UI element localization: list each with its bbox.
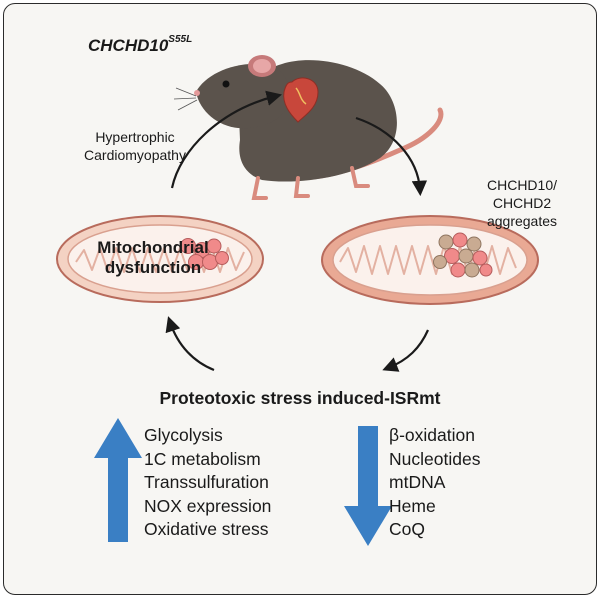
heart-icon: [283, 77, 319, 123]
arrow-to-mouse: [170, 90, 282, 189]
upregulated-item: Transsulfuration: [144, 472, 269, 492]
aggregates-line-2: CHCHD2: [492, 195, 552, 211]
mouse-model-title: CHCHD10S55L: [88, 34, 193, 56]
mito-line-1: Mitochondrial: [97, 238, 209, 257]
stress-heading: Proteotoxic stress induced-ISRmt: [159, 388, 441, 408]
up-arrow-icon: [94, 418, 142, 542]
upregulated-item: Glycolysis: [144, 425, 223, 445]
downregulated-item: β-oxidation: [389, 425, 475, 445]
phenotype-line-1: Hypertrophic: [95, 129, 175, 145]
upregulated-item: NOX expression: [144, 495, 272, 516]
aggregates-line-1: CHCHD10/: [486, 177, 557, 193]
aggregates-label: CHCHD10/ CHCHD2 aggregates: [470, 176, 574, 230]
down-arrow-icon: [344, 426, 392, 546]
upregulated-list: Glycolysis 1C metabolism Transsulfuratio…: [144, 424, 271, 542]
arrow-to-aggregates: [355, 116, 428, 197]
phenotype-label: Hypertrophic Cardiomyopathy: [60, 128, 210, 164]
downregulated-item: Heme: [389, 495, 436, 516]
aggregates-line-3: aggregates: [486, 213, 558, 229]
arrow-to-dysfunction: [165, 316, 215, 372]
arrow-to-stress: [382, 329, 430, 372]
downregulated-item: mtDNA: [389, 472, 446, 492]
downregulated-item: CoQ: [389, 519, 425, 539]
mito-dysfunction-label: Mitochondrial dysfunction: [78, 238, 228, 278]
gene-name: CHCHD10: [88, 36, 169, 55]
upregulated-item: 1C metabolism: [144, 448, 261, 469]
mitochondrion-left: [56, 215, 264, 303]
mito-line-2: dysfunction: [104, 258, 202, 277]
mouse-illustration: [173, 55, 444, 200]
downregulated-item: Nucleotides: [389, 448, 481, 469]
mutation-superscript: S55L: [168, 34, 193, 46]
phenotype-line-2: Cardiomyopathy: [84, 147, 186, 163]
upregulated-item: Oxidative stress: [144, 519, 269, 539]
mitochondrion-right: [321, 215, 539, 305]
downregulated-list: β-oxidation Nucleotides mtDNA Heme CoQ: [389, 424, 480, 542]
